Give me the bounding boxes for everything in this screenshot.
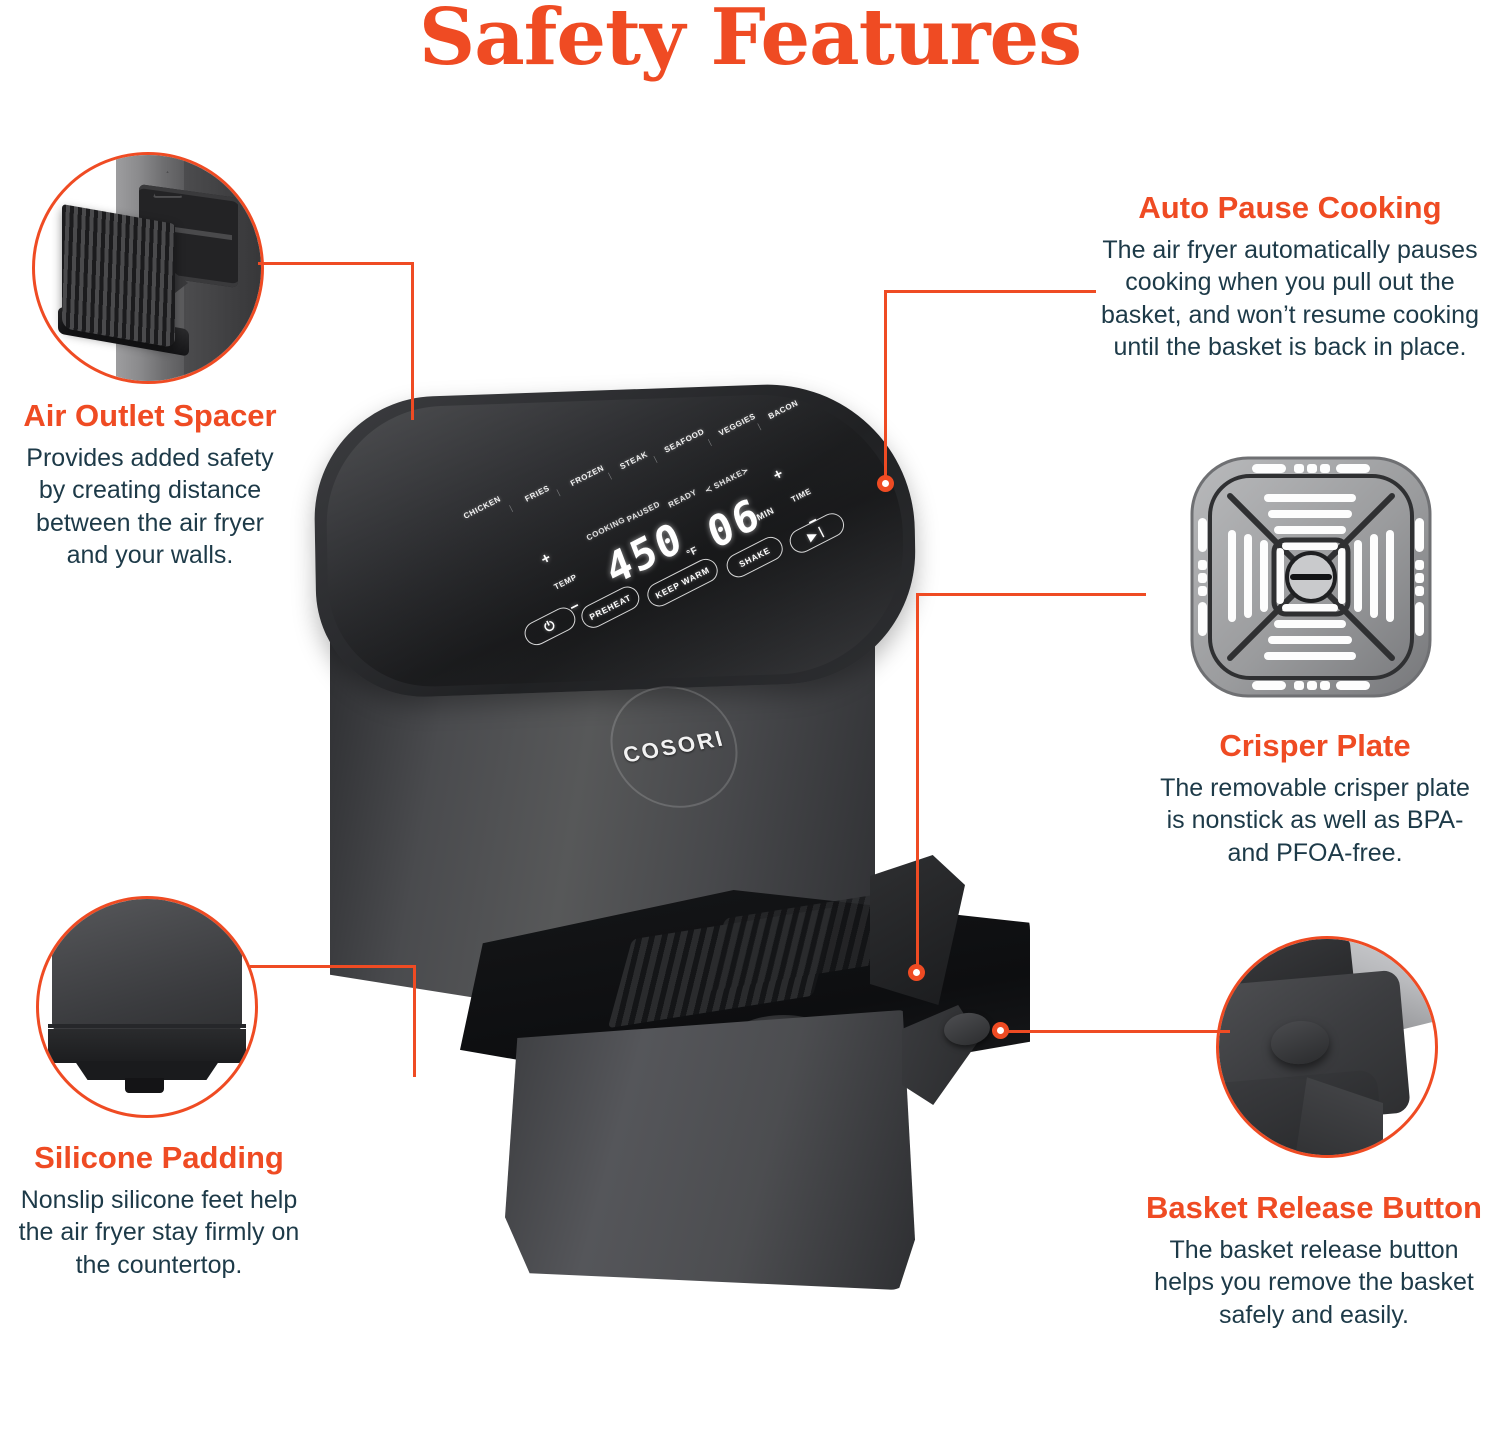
callout-body-air-outlet-spacer: Provides added safety by creating distan… [26, 443, 274, 570]
shake-label: SHAKE [737, 545, 772, 570]
basket-release-button-inset [1216, 936, 1438, 1158]
page-title: Safety Features [418, 0, 1082, 83]
cosori-wordmark: COSORI [620, 725, 728, 768]
power-button[interactable]: ⏻ [520, 603, 580, 650]
callout-heading-air-outlet-spacer: Air Outlet Spacer [23, 398, 277, 433]
callout-basket-release-button: Basket Release Button The basket release… [1128, 1190, 1500, 1331]
callout-body-basket-release-button: The basket release button helps you remo… [1154, 1235, 1474, 1329]
preset-label-seafood[interactable]: SEAFOOD [662, 426, 706, 455]
marker-crisper-plate [908, 964, 925, 981]
preset-divider: | [756, 421, 763, 431]
preset-divider: | [606, 471, 613, 481]
connector-crisper-h [916, 593, 1146, 596]
marker-auto-pause [877, 475, 894, 492]
connector-crisper-v [916, 593, 919, 973]
connector-auto-pause-h [884, 290, 1096, 293]
callout-body-silicone-padding: Nonslip silicone feet help the air fryer… [18, 1185, 300, 1279]
silicone-foot [125, 1078, 165, 1094]
power-icon: ⏻ [541, 616, 559, 636]
silicone-padding-inset [36, 896, 258, 1118]
basket-drawer-front [505, 1010, 915, 1290]
base-band [47, 1028, 247, 1064]
connector-air-outlet-v [411, 262, 414, 420]
callout-air-outlet-spacer: Air Outlet Spacer Provides added safety … [0, 398, 300, 572]
callout-silicone-padding: Silicone Padding Nonslip silicone feet h… [0, 1140, 318, 1281]
connector-auto-pause-v [884, 290, 887, 482]
status-ready: READY [666, 487, 699, 510]
time-increase-button[interactable]: + [770, 465, 786, 485]
air-outlet-spacer-inset [32, 152, 264, 384]
callout-heading-silicone-padding: Silicone Padding [34, 1140, 284, 1175]
callout-heading-crisper-plate: Crisper Plate [1219, 728, 1411, 763]
callout-heading-auto-pause-cooking: Auto Pause Cooking [1138, 190, 1442, 225]
callout-body-auto-pause-cooking: The air fryer automatically pauses cooki… [1101, 235, 1479, 362]
preset-label-bacon[interactable]: BACON [766, 398, 800, 422]
air-fryer-product-image: COSORI CHICKEN | FRIES | FROZEN | STEAK … [310, 379, 1100, 1305]
preheat-label: PREHEAT [587, 592, 633, 623]
preset-label-chicken[interactable]: CHICKEN [462, 494, 503, 521]
start-pause-button[interactable]: ▶❘ [785, 509, 849, 557]
connector-silicone-h [250, 965, 416, 968]
preheat-button[interactable]: PREHEAT [577, 582, 644, 632]
preset-label-veggies[interactable]: VEGGIES [717, 411, 758, 438]
preset-divider: | [555, 487, 562, 497]
temp-increase-button[interactable]: + [538, 549, 554, 569]
preset-label-steak[interactable]: STEAK [618, 449, 650, 472]
connector-release-h [1000, 1030, 1230, 1033]
spacer-fins [62, 203, 176, 349]
preset-divider: | [507, 503, 514, 513]
start-pause-icon: ▶❘ [805, 523, 829, 544]
preset-label-fries[interactable]: FRIES [523, 483, 552, 504]
base-skirt [74, 1061, 220, 1081]
marker-basket-release [992, 1022, 1009, 1039]
air-fryer-underside [51, 899, 243, 1033]
control-panel: CHICKEN | FRIES | FROZEN | STEAK | SEAFO… [310, 380, 920, 701]
connector-silicone-v [413, 965, 416, 1077]
callout-heading-basket-release-button: Basket Release Button [1146, 1190, 1482, 1225]
time-unit: MIN [755, 505, 776, 523]
preset-label-frozen[interactable]: FROZEN [568, 463, 606, 489]
connector-air-outlet-h [258, 262, 414, 265]
callout-auto-pause-cooking: Auto Pause Cooking The air fryer automat… [1090, 190, 1490, 364]
time-label: TIME [789, 486, 813, 505]
preset-divider: | [706, 437, 713, 447]
preset-divider: | [652, 454, 659, 464]
callout-body-crisper-plate: The removable crisper plate is nonstick … [1160, 773, 1470, 867]
callout-crisper-plate: Crisper Plate The removable crisper plat… [1130, 728, 1500, 869]
temp-label: TEMP [552, 572, 579, 592]
crisper-plate-image [1186, 452, 1436, 702]
base-seam [47, 1024, 247, 1029]
